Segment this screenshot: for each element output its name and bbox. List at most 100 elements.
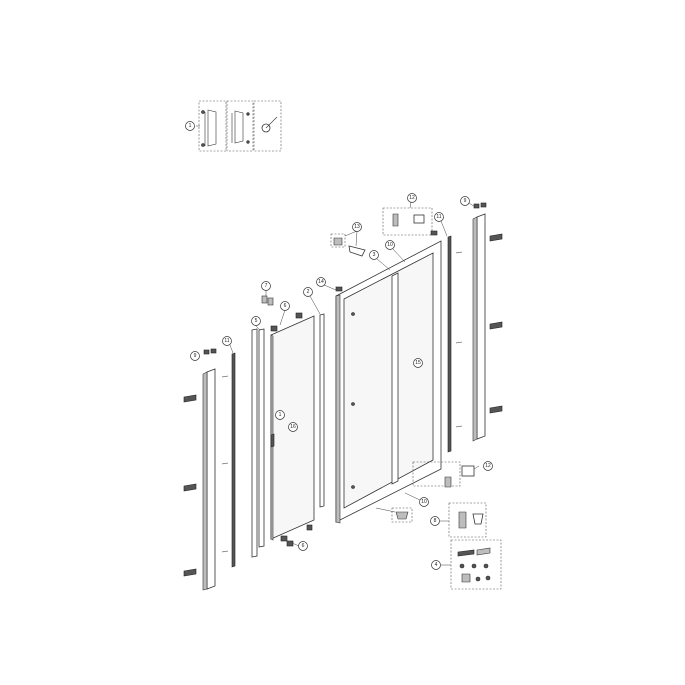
- handle-kit-group: 1: [185, 100, 282, 152]
- callout-13: [352, 222, 362, 232]
- roller-box: [330, 233, 346, 248]
- wall-anchor-icon: [489, 405, 503, 414]
- screw-icon: [246, 140, 250, 144]
- leader-line: [309, 295, 321, 315]
- callout-label: 8: [434, 518, 437, 524]
- callout-label: 3: [373, 252, 376, 258]
- screw-icon: [351, 402, 355, 406]
- callout-4: [431, 560, 441, 570]
- fixed-panel-frame-edge: [335, 294, 341, 524]
- callout-6-bottom: [298, 541, 308, 551]
- callout-label: 12: [409, 195, 415, 201]
- callout-3: [369, 250, 379, 260]
- screw-icon: [351, 312, 355, 316]
- kit-8-box: [448, 502, 487, 538]
- end-cap-icon: [473, 203, 480, 209]
- screw-cap-icon: [459, 563, 465, 569]
- fixed-panel-glass: [343, 252, 434, 509]
- callout-9-right: [460, 196, 470, 206]
- top-guide-box: [382, 207, 433, 236]
- callout-11-right: [434, 212, 444, 222]
- leader-line: [473, 465, 480, 470]
- callout-label: 9: [194, 353, 197, 359]
- callout-label: 1: [279, 412, 282, 418]
- wall-anchor-icon: [183, 568, 197, 577]
- left-wall-profile-group: 9: [183, 348, 229, 591]
- left-seal-group: 11: [222, 336, 236, 568]
- end-cap-icon: [480, 202, 487, 208]
- fixed-panel-mullion: [391, 272, 399, 485]
- callout-label: 11: [224, 338, 229, 344]
- callout-label: 10: [387, 242, 393, 248]
- callout-label: 6: [302, 543, 305, 549]
- screw-cap-icon: [475, 576, 481, 582]
- pivot-hinge-icon: [295, 312, 303, 319]
- corner-bracket-icon: [430, 230, 438, 236]
- door-handle-icon: [270, 433, 275, 448]
- door-seal-group: 2: [303, 287, 325, 508]
- leader-line: [323, 284, 337, 291]
- roller-group: 13: [330, 222, 366, 257]
- callout-9-left: [190, 351, 200, 361]
- callout-12-top: [407, 193, 417, 203]
- callout-label: 5: [255, 318, 258, 324]
- roller-icon: [395, 511, 409, 520]
- leader-line: [279, 309, 286, 326]
- guide-plate-icon: [461, 465, 475, 477]
- door-seal-strip: [319, 313, 325, 508]
- leader-line: [468, 202, 476, 208]
- leader-line: [409, 201, 412, 209]
- screw-icon: [221, 462, 229, 465]
- pivot-hinge-icon: [280, 535, 288, 542]
- callout-label: 6: [284, 303, 287, 309]
- hinge-profiles-group: 5: [251, 316, 265, 558]
- handle-bar-icon-a: [204, 109, 217, 147]
- callout-14: [316, 277, 326, 287]
- fixed-panel-group: 14 3 10 15 10: [316, 240, 442, 524]
- callout-label: 1: [189, 123, 192, 129]
- callout-7: [261, 281, 271, 291]
- callout-12-bottom: [483, 461, 493, 471]
- top-guide-group: 12: [382, 193, 438, 236]
- callout-label: 9: [464, 198, 467, 204]
- hinge-cap-icon: [261, 295, 268, 304]
- screw-icon: [201, 110, 205, 114]
- leader-line: [344, 230, 358, 237]
- leader-line: [404, 492, 421, 501]
- bracket-icon: [461, 573, 471, 583]
- pivot-hinges-group: 6 6: [270, 301, 313, 551]
- door-panel-group: 1 16: [270, 315, 315, 541]
- leader-line: [392, 248, 406, 263]
- callout-1-top: [185, 121, 195, 131]
- screw-cap-icon: [485, 575, 491, 581]
- callout-label: 16: [290, 424, 296, 430]
- roller-icon: [333, 237, 343, 246]
- hinge-profile-a: [251, 328, 258, 558]
- callout-label: 4: [435, 562, 438, 568]
- guide-block-icon: [392, 213, 399, 227]
- screw-icon: [351, 485, 355, 489]
- callout-5: [251, 316, 261, 326]
- leader-line: [440, 220, 448, 237]
- callout-label: 13: [354, 224, 360, 230]
- guide-block-icon: [444, 476, 452, 488]
- right-wall-profile: [476, 213, 486, 440]
- callout-10-bottom: [419, 497, 429, 507]
- wall-anchor-icon: [183, 394, 197, 403]
- screw-cap-icon: [483, 563, 489, 569]
- leader-line: [355, 230, 358, 247]
- wall-anchor-icon: [476, 547, 491, 556]
- callout-1-handle: [275, 410, 285, 420]
- callout-8-right: [430, 516, 440, 526]
- hinge-profile-b: [258, 328, 265, 548]
- pivot-hinge-icon: [306, 524, 313, 531]
- roller-icon: [472, 513, 484, 525]
- screw-icon: [246, 112, 250, 116]
- end-cap-icon: [210, 348, 217, 354]
- left-seal-strip: [231, 352, 236, 568]
- bottom-guide-group: 12: [412, 461, 493, 488]
- wall-anchor-icon: [183, 483, 197, 492]
- callout-6-top: [280, 301, 290, 311]
- right-seal-group: 11: [434, 212, 452, 453]
